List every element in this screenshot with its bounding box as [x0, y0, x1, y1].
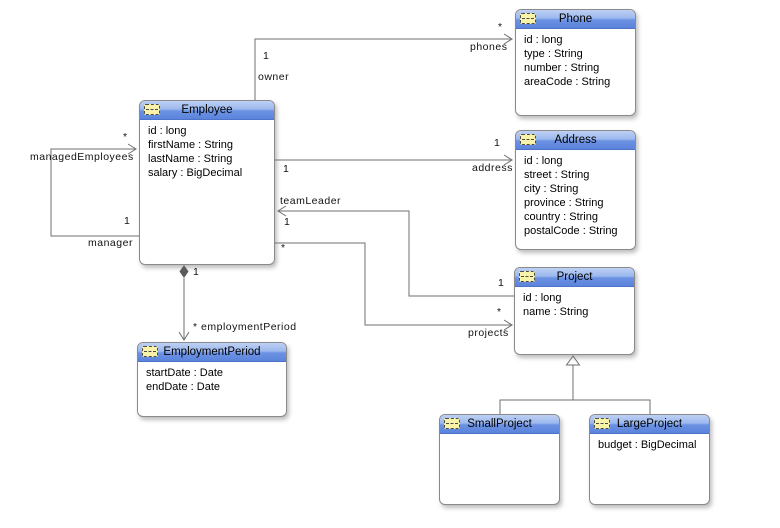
attribute: id : long — [148, 125, 187, 137]
phones-source-role: owner — [258, 71, 290, 83]
class-employee-attributes: id : long firstName : String lastName : … — [140, 120, 274, 180]
attribute: budget : BigDecimal — [598, 439, 697, 451]
attribute: province : String — [524, 197, 604, 209]
class-project-header: Project — [515, 268, 634, 287]
teamleader-emp-multiplicity: 1 — [284, 216, 291, 228]
class-project-attributes: id : long name : String — [515, 287, 634, 319]
class-address[interactable]: Address id : long street : String city :… — [515, 130, 636, 250]
projects-emp-multiplicity: * — [281, 242, 286, 254]
managedemployees-multiplicity: * — [123, 131, 128, 143]
attribute: endDate : Date — [146, 381, 220, 393]
employmentperiod-target-label: * employmentPeriod — [193, 321, 297, 333]
class-smallproject[interactable]: SmallProject — [439, 414, 560, 505]
attribute: salary : BigDecimal — [148, 167, 243, 179]
phones-source-multiplicity: 1 — [263, 50, 270, 62]
class-employmentperiod-name: EmploymentPeriod — [163, 346, 261, 358]
association-teamleader-line[interactable] — [277, 205, 514, 297]
class-smallproject-name: SmallProject — [467, 418, 532, 430]
class-icon — [144, 104, 160, 115]
class-phone[interactable]: Phone id : long type : String number : S… — [515, 9, 636, 116]
association-manager-line[interactable] — [50, 143, 139, 237]
class-project-name: Project — [556, 271, 593, 283]
attribute: firstName : String — [148, 139, 233, 151]
attribute: postalCode : String — [524, 225, 618, 237]
class-icon — [142, 346, 158, 357]
manager-multiplicity: 1 — [124, 215, 131, 227]
attribute: country : String — [524, 211, 598, 223]
generalization-triangle — [565, 355, 581, 366]
class-largeproject-name: LargeProject — [616, 418, 683, 430]
class-icon — [520, 13, 536, 24]
projects-target-multiplicity: * — [497, 306, 502, 318]
class-project[interactable]: Project id : long name : String — [514, 267, 635, 355]
attribute: number : String — [524, 62, 600, 74]
class-employee[interactable]: Employee id : long firstName : String la… — [139, 100, 275, 265]
attribute: street : String — [524, 169, 590, 181]
class-icon — [520, 134, 536, 145]
class-employmentperiod-attributes: startDate : Date endDate : Date — [138, 362, 286, 394]
address-target-role: address — [472, 162, 513, 174]
class-smallproject-header: SmallProject — [440, 415, 559, 434]
attribute: startDate : Date — [146, 367, 224, 379]
class-icon — [444, 418, 460, 429]
class-address-name: Address — [554, 134, 597, 146]
attribute: id : long — [523, 292, 562, 304]
attribute: areaCode : String — [524, 76, 611, 88]
attribute: city : String — [524, 183, 579, 195]
manager-role: manager — [88, 237, 133, 249]
class-phone-header: Phone — [516, 10, 635, 29]
attribute: lastName : String — [148, 153, 233, 165]
composition-diamond — [179, 265, 189, 278]
association-employmentperiod-line[interactable] — [178, 278, 190, 341]
generalization-lines[interactable] — [499, 365, 651, 414]
phones-target-role: phones — [470, 41, 508, 53]
teamleader-role: teamLeader — [280, 195, 342, 207]
class-phone-name: Phone — [558, 13, 593, 25]
projects-target-role: projects — [468, 327, 509, 339]
class-employee-name: Employee — [181, 104, 233, 116]
teamleader-project-multiplicity: 1 — [498, 277, 505, 289]
employmentperiod-role: employmentPeriod — [201, 321, 297, 333]
association-projects-line[interactable] — [275, 242, 513, 331]
class-icon — [519, 271, 535, 282]
class-employmentperiod-header: EmploymentPeriod — [138, 343, 286, 362]
class-icon — [594, 418, 610, 429]
address-source-multiplicity: 1 — [283, 163, 290, 175]
class-largeproject-header: LargeProject — [590, 415, 709, 434]
phones-target-multiplicity: * — [498, 21, 503, 33]
address-target-multiplicity: 1 — [494, 137, 501, 149]
employmentperiod-multiplicity: * — [193, 321, 198, 333]
attribute: id : long — [524, 34, 563, 46]
class-largeproject-attributes: budget : BigDecimal — [590, 434, 709, 452]
association-address-line[interactable] — [275, 154, 513, 166]
employmentperiod-emp-multiplicity: 1 — [193, 266, 200, 278]
association-phones-line[interactable] — [254, 33, 513, 100]
class-employmentperiod[interactable]: EmploymentPeriod startDate : Date endDat… — [137, 342, 287, 417]
class-largeproject[interactable]: LargeProject budget : BigDecimal — [589, 414, 710, 505]
attribute: type : String — [524, 48, 583, 60]
class-smallproject-attributes — [440, 434, 559, 438]
class-phone-attributes: id : long type : String number : String … — [516, 29, 635, 89]
attribute: name : String — [523, 306, 589, 318]
managedemployees-role: managedEmployees — [30, 151, 134, 163]
class-address-attributes: id : long street : String city : String … — [516, 150, 635, 238]
attribute: id : long — [524, 155, 563, 167]
class-address-header: Address — [516, 131, 635, 150]
class-employee-header: Employee — [140, 101, 274, 120]
